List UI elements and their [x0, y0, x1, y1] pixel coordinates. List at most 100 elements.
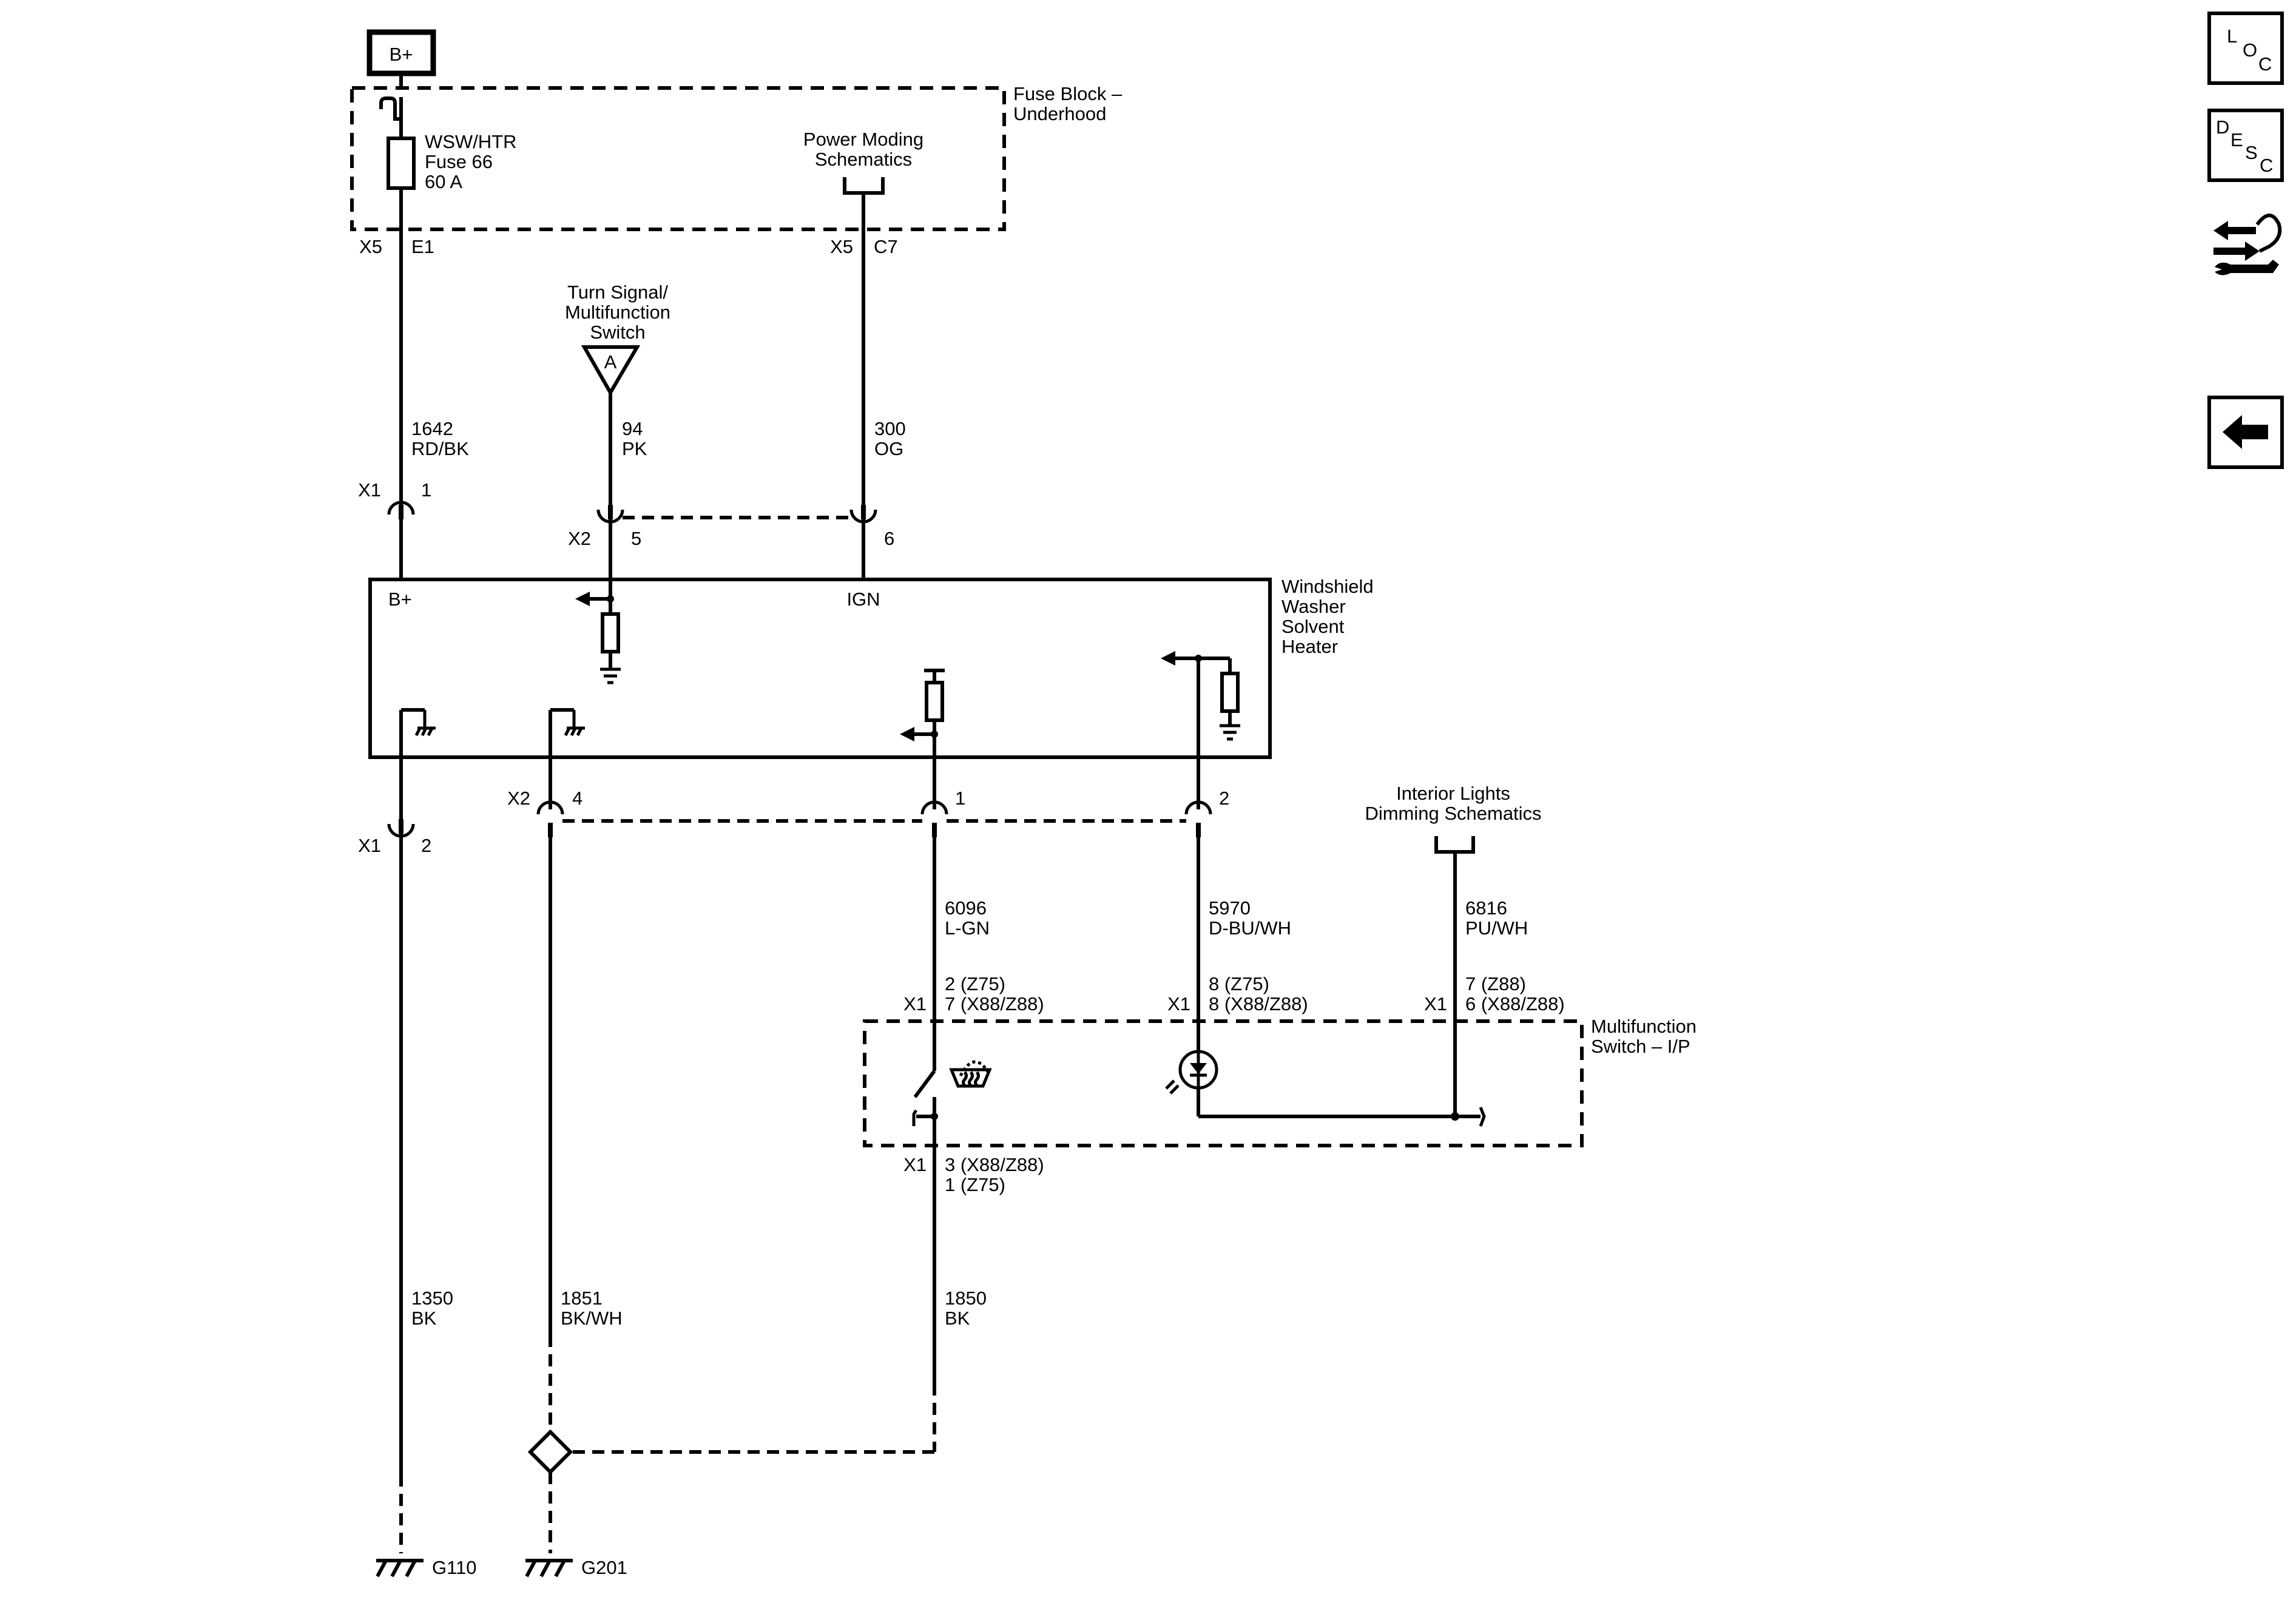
mfs-title-2: Switch – I/P — [1591, 1036, 1690, 1057]
wire-1851: 1851 BK/WH — [549, 837, 623, 1432]
desc-letter-c: C — [2260, 155, 2273, 176]
ground-symbol-icon — [600, 667, 621, 684]
wire-6096-color: L-GN — [945, 917, 990, 939]
mfs-c1-pin-a: 2 (Z75) — [945, 973, 1005, 994]
wire-1642-num: 1642 — [411, 418, 453, 439]
resistor-icon — [601, 612, 620, 653]
ground-symbol-icon — [1220, 724, 1240, 741]
ground-g110: G110 — [376, 1557, 477, 1578]
back-button[interactable] — [2207, 396, 2284, 469]
mfs-c4-pin-b: 1 (Z75) — [945, 1174, 1005, 1195]
fuse-block-underhood: Fuse Block – Underhood WSW/HTR Fuse 66 6… — [350, 83, 1123, 257]
heater-title-4: Heater — [1281, 636, 1338, 657]
mfs-c2-pin-a: 8 (Z75) — [1209, 973, 1269, 994]
chassis-ground-icon — [549, 708, 585, 757]
connector-x2-top: X2 5 6 — [568, 505, 894, 549]
wire-1642: 1642 RD/BK — [399, 229, 469, 579]
mfs-title-1: Multifunction — [1591, 1016, 1697, 1037]
input-arrow-icon — [1161, 651, 1175, 666]
ground-g110-label: G110 — [432, 1557, 477, 1578]
wire-1851-num: 1851 — [561, 1288, 603, 1309]
x1-bottom-label: X1 — [358, 835, 381, 856]
wire-94-num: 94 — [622, 418, 643, 439]
loc-letter-c: C — [2258, 53, 2272, 75]
desc-button[interactable]: D E S C — [2207, 109, 2284, 182]
resistor-icon — [925, 681, 944, 722]
interior-lights-label-2: Dimming Schematics — [1365, 803, 1541, 824]
conn-x5-left: X5 — [359, 236, 382, 257]
desc-letter-d: D — [2216, 116, 2229, 138]
connector-repair-icon[interactable] — [2206, 200, 2285, 282]
washer-solvent-heater-module: Windshield Washer Solvent Heater B+ IGN — [368, 576, 1374, 759]
ground-g201-icon — [525, 1559, 573, 1578]
wire-6096-num: 6096 — [945, 897, 987, 919]
fuse-label-3: 60 A — [425, 171, 462, 192]
power-moding-label-1: Power Moding — [803, 129, 923, 150]
wire-1350-color: BK — [411, 1308, 437, 1329]
fuse-label-2: Fuse 66 — [425, 151, 493, 172]
turn-signal-label-2: Multifunction — [565, 302, 670, 323]
pin-bplus-label: B+ — [388, 589, 412, 610]
x2-bottom-pin-2: 2 — [1219, 788, 1229, 809]
wire-1850-num: 1850 — [945, 1288, 987, 1309]
wire-6816: 6816 PU/WH — [1453, 852, 1528, 1116]
washer-heater-switch-icon — [949, 1060, 992, 1088]
turn-signal-label-1: Turn Signal/ — [567, 282, 668, 303]
x2-bottom-pin-1: 1 — [955, 788, 965, 809]
resistor-icon — [1220, 672, 1240, 713]
fuse-block-title-2: Underhood — [1013, 103, 1106, 124]
loc-letter-l: L — [2227, 25, 2237, 47]
wire-300-num: 300 — [874, 418, 906, 439]
wire-94: 94 PK — [609, 393, 647, 598]
mfs-c2-label: X1 — [1167, 993, 1190, 1014]
fuse-66-icon — [387, 137, 416, 190]
power-moding-label-2: Schematics — [815, 149, 912, 170]
ground-g201-label: G201 — [581, 1557, 627, 1578]
mfs-c4-label: X1 — [903, 1154, 927, 1175]
reference-triangle-icon — [581, 345, 641, 396]
heater-title-2: Washer — [1281, 596, 1346, 617]
input-arrow-icon — [575, 592, 590, 606]
wire-1642-color: RD/BK — [411, 438, 469, 459]
wire-6096: 6096 L-GN — [933, 837, 990, 1071]
x1-top-label: X1 — [358, 479, 381, 501]
heater-title-3: Solvent — [1281, 616, 1345, 637]
x2-bottom-pin-4: 4 — [572, 788, 582, 809]
ground-g201: G201 — [525, 1557, 627, 1578]
wire-1850: 1850 BK — [567, 1126, 987, 1454]
power-moding-ref-icon — [843, 177, 885, 195]
x2-top-pin-6: 6 — [884, 528, 894, 549]
connector-x1-bottom: X1 2 — [358, 757, 431, 856]
x2-top-pin-5: 5 — [631, 528, 641, 549]
wire-6816-num: 6816 — [1465, 897, 1507, 919]
loc-letter-o: O — [2243, 39, 2257, 61]
mfs-c1-label: X1 — [903, 993, 927, 1014]
turn-signal-label-3: Switch — [590, 322, 645, 343]
wire-6816-color: PU/WH — [1465, 917, 1528, 939]
desc-letter-s: S — [2245, 142, 2258, 163]
x1-top-pin: 1 — [421, 479, 431, 501]
wire-94-color: PK — [622, 438, 647, 459]
interior-lights-ref: Interior Lights Dimming Schematics — [1365, 783, 1542, 854]
mfs-c2-pin-b: 8 (X88/Z88) — [1209, 993, 1308, 1014]
wire-5970: 5970 D-BU/WH — [1197, 837, 1291, 1051]
dimming-ref-icon — [1434, 836, 1475, 854]
mfs-c1-pin-b: 7 (X88/Z88) — [945, 993, 1044, 1014]
interior-lights-label-1: Interior Lights — [1396, 783, 1510, 804]
loc-button[interactable]: L O C — [2207, 12, 2284, 85]
supply-label: B+ — [390, 44, 413, 65]
connector-x2-bottom: X2 4 1 2 — [507, 757, 1229, 837]
mfs-c4-pin-a: 3 (X88/Z88) — [945, 1154, 1044, 1175]
fuse-label-1: WSW/HTR — [425, 131, 517, 152]
conn-c7: C7 — [874, 236, 898, 257]
wire-1350: 1350 BK — [399, 834, 453, 1553]
wire-300-color: OG — [874, 438, 903, 459]
wire-5970-num: 5970 — [1209, 897, 1251, 919]
wire-1350-num: 1350 — [411, 1288, 453, 1309]
wire-5970-color: D-BU/WH — [1209, 917, 1291, 939]
conn-x5-right: X5 — [830, 236, 853, 257]
desc-letter-e: E — [2230, 129, 2243, 150]
ground-g110-icon — [376, 1559, 424, 1578]
wire-300: 300 OG — [862, 229, 906, 579]
